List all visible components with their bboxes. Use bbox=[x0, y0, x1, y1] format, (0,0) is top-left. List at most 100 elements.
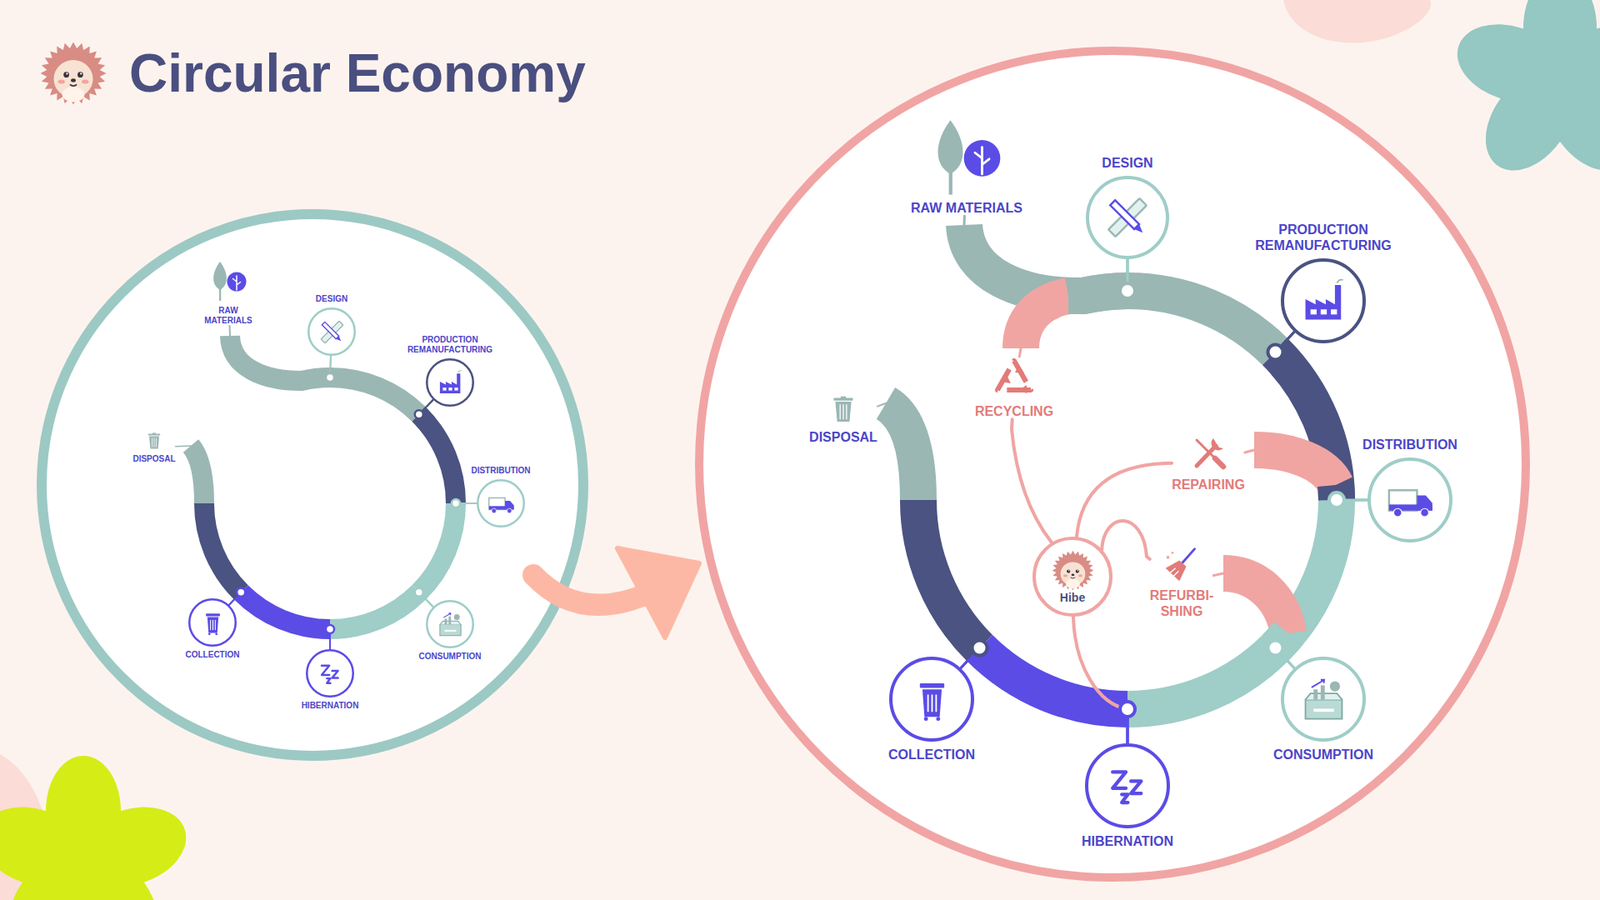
broom-icon bbox=[1160, 545, 1203, 585]
station-dot bbox=[1120, 283, 1135, 299]
tree-icon bbox=[926, 116, 1006, 197]
stage-label: RECYCLING bbox=[975, 403, 1054, 420]
stage-label: RAW MATERIALS bbox=[204, 305, 253, 326]
flow-band bbox=[1213, 573, 1295, 669]
circle-outline bbox=[425, 358, 475, 407]
stage-box: RAW MATERIALS bbox=[204, 258, 253, 326]
stage-circle: DISTRIBUTION bbox=[1367, 457, 1453, 543]
flow-band bbox=[1127, 259, 1295, 353]
stage-label: COLLECTION bbox=[888, 746, 975, 763]
stage-circle: COLLECTION bbox=[188, 598, 237, 647]
station-dot bbox=[1268, 640, 1284, 656]
stage-box: DISPOSAL bbox=[132, 430, 175, 465]
stage-box: DISPOSAL bbox=[809, 391, 878, 445]
transition-arrow-head bbox=[617, 548, 700, 638]
stage-label: DISPOSAL bbox=[132, 454, 175, 465]
flow-band bbox=[1275, 500, 1369, 669]
bin-icon bbox=[906, 674, 958, 725]
stage-label: DESIGN bbox=[1101, 155, 1153, 171]
recycle-icon bbox=[990, 356, 1038, 399]
stage-circle: DESIGN bbox=[1085, 175, 1170, 260]
flow-band bbox=[1101, 520, 1150, 560]
stage-label: CONSUMPTION bbox=[419, 651, 482, 662]
flow-band bbox=[1073, 616, 1128, 744]
stage-circle: HIBERNATION bbox=[305, 649, 355, 698]
circle-outline bbox=[305, 649, 355, 698]
station-dot bbox=[1120, 701, 1135, 717]
flow-band bbox=[877, 403, 980, 669]
stage-label: DISTRIBUTION bbox=[1362, 436, 1458, 453]
corner-blob bbox=[1283, 0, 1431, 43]
stage-label: REPAIRING bbox=[1171, 476, 1245, 493]
stage-circle: PRODUCTION REMANUFACTURING bbox=[425, 358, 475, 407]
stage-circle: PRODUCTION REMANUFACTURING bbox=[1280, 258, 1366, 344]
flow-band bbox=[330, 355, 434, 415]
mascot-circle: Hibe bbox=[1032, 536, 1113, 617]
stage-circle: CONSUMPTION bbox=[425, 600, 475, 649]
stage-label: RAW MATERIALS bbox=[910, 200, 1023, 216]
stage-label: DISTRIBUTION bbox=[470, 465, 530, 476]
flow-band bbox=[330, 592, 434, 650]
hedgehog-logo bbox=[38, 38, 109, 109]
circle-outline bbox=[1280, 258, 1366, 344]
tree-icon bbox=[207, 258, 250, 304]
box-icon bbox=[1298, 674, 1350, 725]
bin-icon bbox=[198, 608, 228, 638]
stage-circle: HIBERNATION bbox=[1085, 743, 1170, 829]
station-dot bbox=[1329, 492, 1345, 508]
frame-circle bbox=[699, 50, 1526, 878]
stage-circle: DISTRIBUTION bbox=[476, 479, 525, 528]
station-dot bbox=[972, 640, 988, 656]
flow-band bbox=[1245, 450, 1368, 500]
stage-label: Hibe bbox=[1060, 590, 1085, 605]
stage-box: REFURBI- SHING bbox=[1150, 545, 1214, 620]
station-dot bbox=[1268, 345, 1284, 360]
stage-label: PRODUCTION REMANUFACTURING bbox=[407, 335, 493, 355]
trash-icon bbox=[145, 430, 163, 452]
zzz-icon bbox=[1102, 760, 1154, 812]
flow-band bbox=[419, 503, 477, 607]
lime-flower bbox=[0, 755, 197, 900]
trash-icon bbox=[830, 391, 857, 427]
hog-icon bbox=[38, 38, 109, 109]
zzz-icon bbox=[315, 659, 345, 689]
flow-band bbox=[1076, 463, 1172, 537]
flow-band bbox=[419, 400, 477, 504]
teal-flower bbox=[1447, 0, 1600, 187]
flow-band bbox=[229, 592, 330, 650]
stage-label: COLLECTION bbox=[185, 650, 240, 660]
box-icon bbox=[435, 610, 465, 640]
stage-label: HIBERNATION bbox=[301, 700, 360, 711]
design-icon bbox=[317, 317, 347, 347]
stage-box: RAW MATERIALS bbox=[910, 116, 1023, 216]
page-title: Circular Economy bbox=[129, 46, 586, 100]
station-dot bbox=[236, 588, 245, 597]
stage-label: DISPOSAL bbox=[809, 429, 878, 445]
flow-band bbox=[175, 445, 242, 605]
truck-icon bbox=[486, 489, 516, 519]
stage-label: HIBERNATION bbox=[1081, 833, 1174, 850]
station-dot bbox=[325, 625, 335, 634]
flow-band bbox=[1011, 419, 1052, 543]
factory-icon bbox=[1298, 275, 1350, 327]
stage-label: PRODUCTION REMANUFACTURING bbox=[1255, 221, 1392, 254]
flow-band bbox=[1127, 648, 1295, 745]
flow-band bbox=[1019, 259, 1128, 357]
stage-label: REFURBI- SHING bbox=[1150, 587, 1214, 620]
station-dot bbox=[415, 410, 424, 419]
hog-icon bbox=[1050, 548, 1095, 593]
stage-box: REPAIRING bbox=[1171, 431, 1245, 493]
station-dot bbox=[451, 499, 460, 508]
stage-label: DESIGN bbox=[315, 294, 348, 305]
station-dot bbox=[415, 588, 424, 597]
truck-icon bbox=[1385, 475, 1436, 526]
transition-arrow bbox=[533, 575, 649, 605]
factory-icon bbox=[435, 368, 465, 398]
frame-circle bbox=[41, 214, 584, 756]
circle-outline bbox=[1085, 743, 1170, 829]
stage-label: CONSUMPTION bbox=[1273, 746, 1374, 763]
design-icon bbox=[1102, 192, 1153, 243]
stage-box: RECYCLING bbox=[975, 356, 1054, 420]
